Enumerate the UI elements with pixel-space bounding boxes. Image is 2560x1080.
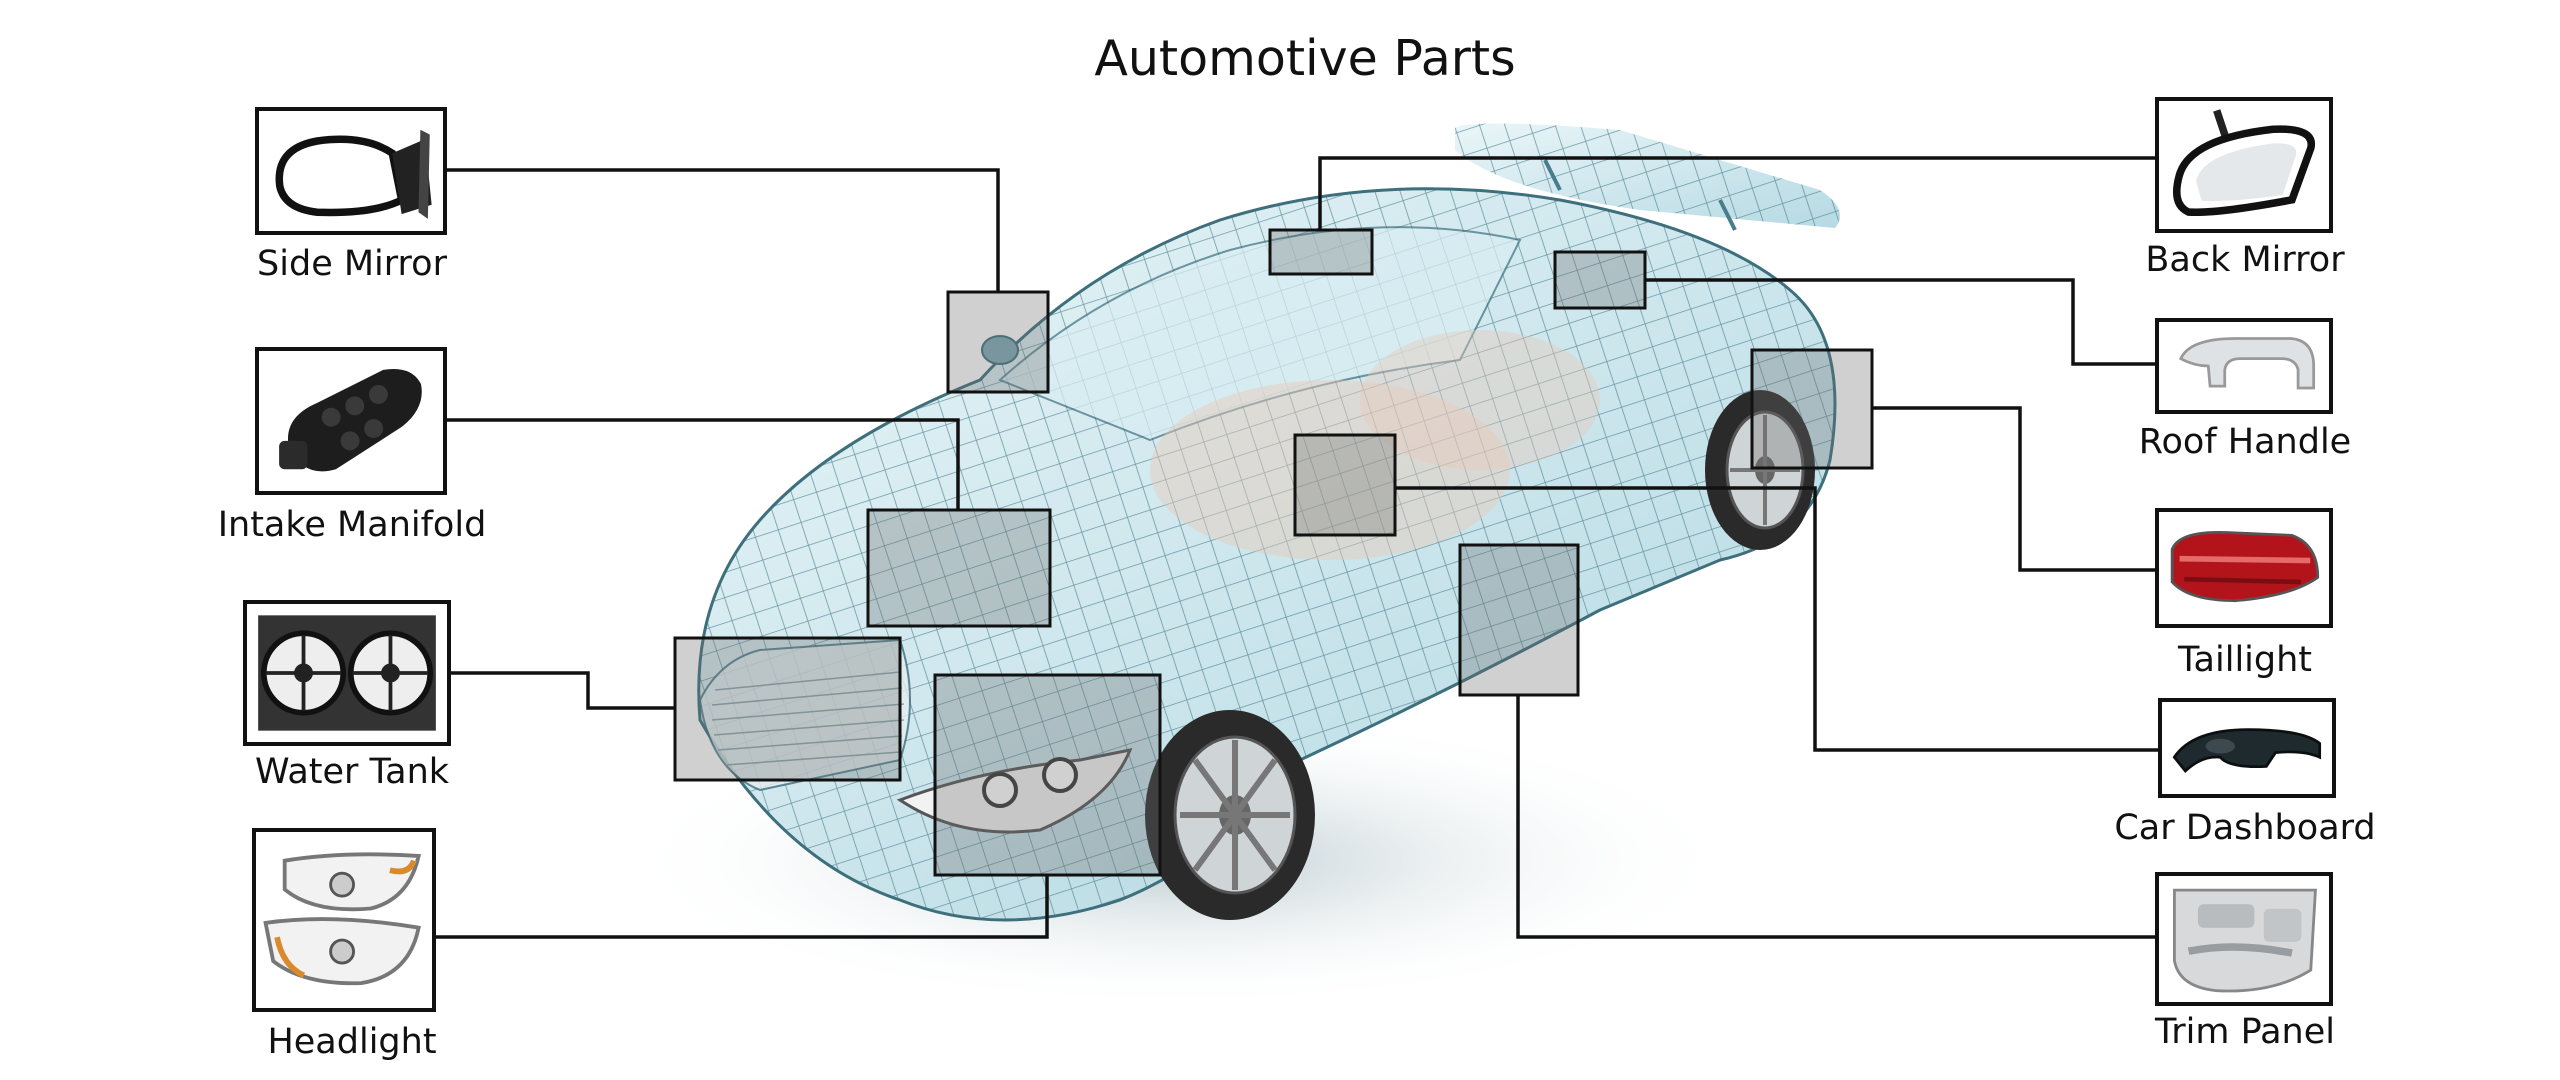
callout-water-tank	[673, 636, 902, 782]
label-trim-panel: Trim Panel	[2155, 1012, 2335, 1052]
callout-intake-manifold	[866, 508, 1052, 628]
callout-roof-handle	[1553, 250, 1647, 310]
taillight-thumbnail	[2155, 508, 2333, 628]
connector-lines	[435, 156, 2160, 939]
label-intake-manifold: Intake Manifold	[217, 505, 487, 545]
line-water-tank	[445, 671, 675, 710]
line-back-mirror	[1318, 156, 2160, 230]
headlight-thumbnail	[252, 828, 436, 1012]
callout-side-mirror	[946, 290, 1050, 394]
taillight-icon	[2170, 530, 2320, 603]
line-roof-handle	[1645, 278, 2160, 366]
intake-manifold-thumbnail	[255, 347, 447, 495]
intake-manifold-icon	[279, 368, 422, 472]
side-mirror-thumbnail	[255, 107, 447, 235]
callout-back-mirror	[1268, 228, 1374, 276]
back-mirror-thumbnail	[2155, 97, 2333, 233]
label-roof-handle: Roof Handle	[2138, 422, 2352, 462]
car-body	[697, 187, 1837, 922]
roof-handle-icon	[2178, 337, 2316, 390]
callout-headlight	[933, 673, 1162, 877]
headlight-icon	[263, 852, 421, 986]
line-car-dashboard	[1395, 486, 2160, 752]
car-spoiler	[1455, 123, 1840, 231]
back-mirror-icon	[2173, 109, 2316, 217]
callout-car-dashboard	[1293, 433, 1397, 537]
front-wheel	[1145, 710, 1315, 920]
rear-wheel	[1705, 390, 1815, 550]
callout-trim-panel	[1458, 543, 1580, 697]
trim-panel-icon	[2173, 888, 2317, 993]
line-trim-panel	[1516, 695, 2160, 939]
label-taillight: Taillight	[2177, 640, 2313, 680]
water-tank-icon	[258, 615, 436, 731]
line-intake-manifold	[445, 418, 960, 510]
label-side-mirror: Side Mirror	[257, 244, 447, 284]
line-taillight	[1872, 406, 2160, 572]
callout-taillight	[1750, 348, 1874, 470]
car-dashboard-thumbnail	[2158, 698, 2336, 798]
line-side-mirror	[445, 168, 1000, 292]
car-dashboard-icon	[2172, 728, 2322, 774]
roof-handle-thumbnail	[2155, 318, 2333, 414]
label-headlight: Headlight	[267, 1022, 437, 1062]
water-tank-thumbnail	[243, 600, 451, 746]
trim-panel-thumbnail	[2155, 872, 2333, 1006]
label-water-tank: Water Tank	[254, 752, 450, 792]
label-car-dashboard: Car Dashboard	[2114, 808, 2376, 848]
side-mirror-icon	[275, 129, 432, 219]
diagram-title: Automotive Parts	[1094, 30, 1516, 87]
line-headlight	[435, 875, 1049, 939]
label-back-mirror: Back Mirror	[2145, 240, 2345, 280]
callout-boxes	[673, 228, 1874, 877]
